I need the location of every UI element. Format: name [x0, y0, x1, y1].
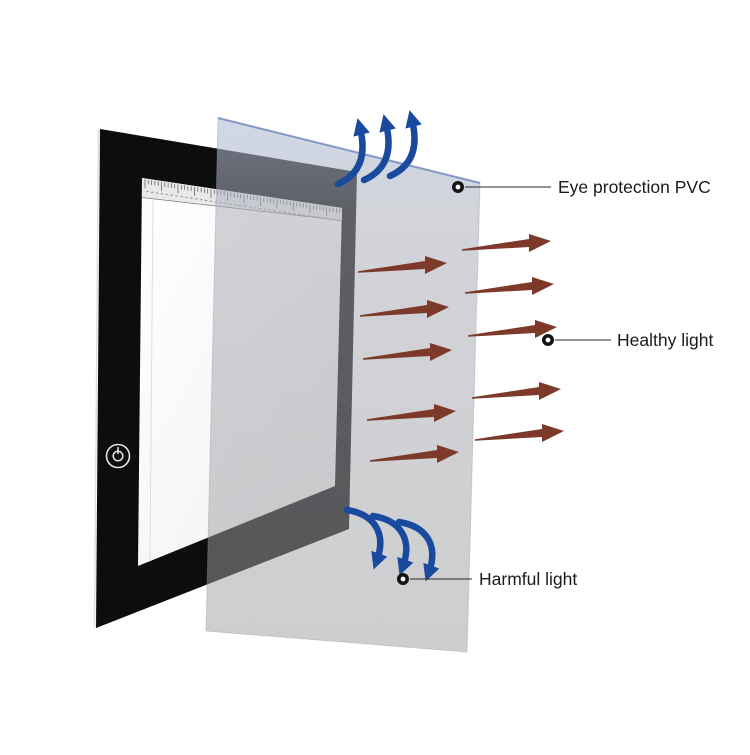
- upward-blue-arrow: [360, 114, 396, 184]
- downward-blue-arrow: [343, 506, 388, 570]
- eye-protection-label: Eye protection PVC: [558, 177, 711, 197]
- healthy-light-label: Healthy light: [617, 330, 713, 350]
- upward-blue-arrows: [334, 110, 422, 188]
- healthy-arrow: [360, 300, 449, 318]
- healthy-arrow: [370, 445, 459, 463]
- downward-blue-arrow: [395, 518, 440, 582]
- healthy-arrow: [462, 234, 551, 252]
- power-icon[interactable]: [105, 443, 131, 469]
- healthy-arrow: [465, 277, 554, 295]
- healthy-arrow: [363, 343, 452, 361]
- healthy-arrow: [472, 382, 561, 400]
- pad-left-edge: [93, 129, 100, 629]
- downward-blue-arrows: [343, 506, 440, 582]
- annotation-healthy-light: Healthy light: [542, 330, 713, 350]
- pvc-sheet: [205, 117, 481, 653]
- bullet-dot-center: [455, 184, 461, 190]
- healthy-arrow: [367, 404, 456, 422]
- healthy-arrow: [475, 424, 564, 442]
- harmful-light-label: Harmful light: [479, 569, 577, 589]
- bullet-dot-center: [545, 337, 551, 343]
- upward-blue-arrow: [386, 110, 422, 180]
- paper-edge-line: [149, 199, 154, 561]
- healthy-arrow: [468, 320, 557, 338]
- downward-blue-arrow: [369, 512, 414, 576]
- bullet-dot-center: [400, 576, 406, 582]
- upward-blue-arrow: [334, 118, 370, 188]
- healthy-light-arrows: [358, 234, 564, 463]
- annotation-eye-protection: Eye protection PVC: [452, 177, 711, 197]
- annotation-harmful-light: Harmful light: [397, 569, 577, 589]
- healthy-arrow: [358, 256, 447, 274]
